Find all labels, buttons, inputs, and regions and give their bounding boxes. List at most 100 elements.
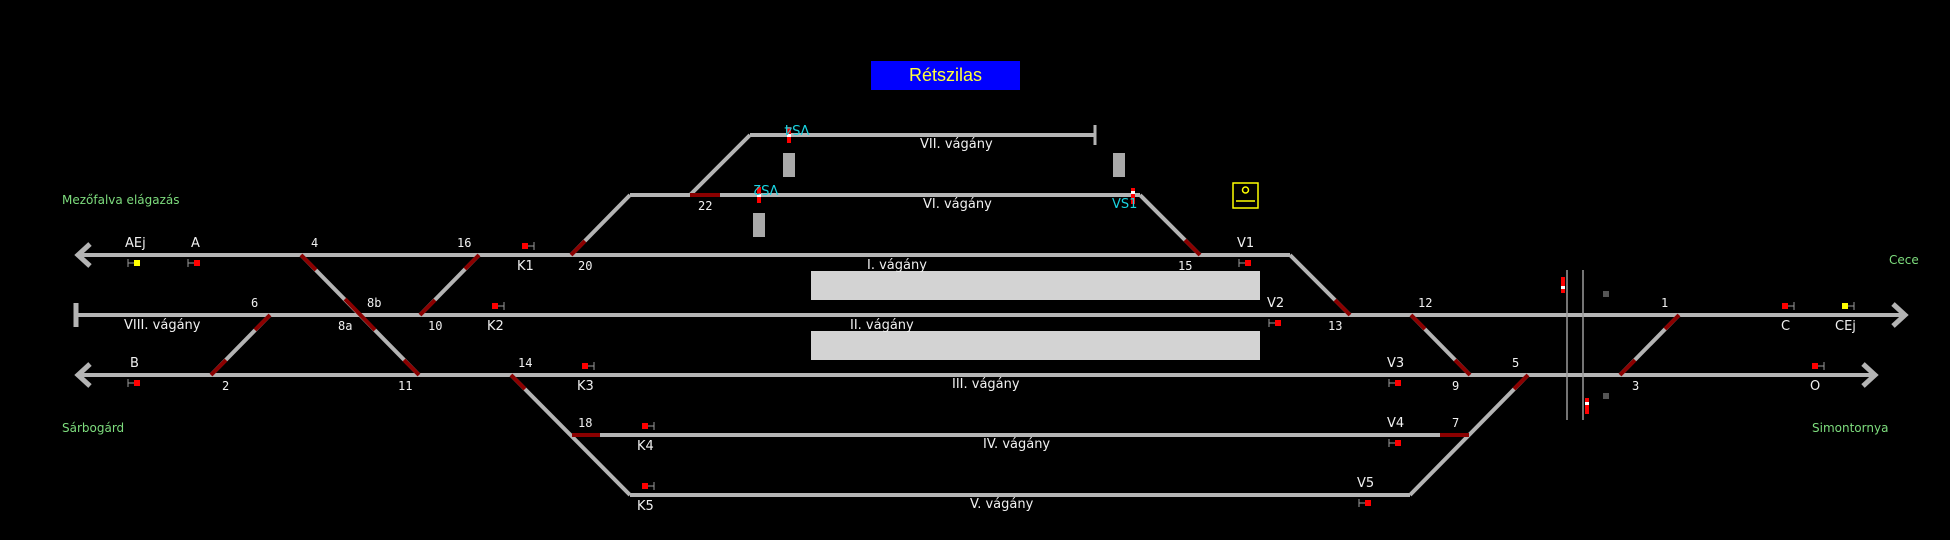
crossing-lamp-top-icon [1603, 291, 1609, 297]
signal-v1-icon[interactable] [1238, 259, 1251, 267]
signal-v4-icon[interactable] [1388, 439, 1401, 447]
diag-14-v[interactable] [509, 373, 632, 497]
signal-k3-icon[interactable] [582, 362, 595, 370]
switch-label-12: 11 [398, 379, 413, 393]
signal-a-icon[interactable] [187, 259, 200, 267]
switch-11-blade[interactable] [1409, 313, 1427, 331]
signal-aej-icon[interactable] [127, 259, 140, 267]
switch-label-2: 2 [222, 379, 230, 393]
switch-label-4: 4 [311, 236, 319, 250]
shunting-signal-vs2-icon[interactable] [757, 187, 761, 203]
platform-2 [811, 331, 1260, 360]
signal-label-k4: K4 [637, 439, 654, 454]
signal-label-o: O [1810, 379, 1821, 394]
shunting-label-vs1: VS1 [1112, 197, 1138, 212]
direction-sarbogard: Sárbogárd [62, 421, 125, 435]
switch-label-9: 9 [1452, 379, 1460, 393]
signal-cej-icon[interactable] [1842, 302, 1855, 310]
track-label-v: V. vágány [970, 497, 1034, 512]
switch-6-blade[interactable] [253, 313, 272, 332]
track-label-vi: VI. vágány [923, 197, 992, 212]
switch-label-7: 7 [1452, 416, 1460, 430]
signal-box-vii [783, 153, 795, 177]
track-label-vii: VII. vágány [920, 137, 993, 152]
switch-label-16: 16 [457, 236, 472, 250]
switch-16-blade[interactable] [463, 253, 481, 271]
signal-v3-icon[interactable] [1388, 379, 1401, 387]
direction-cece: Cece [1889, 253, 1919, 267]
switch-12-blade[interactable] [402, 358, 421, 377]
signal-label-c: C [1781, 319, 1791, 334]
signal-label-k3: K3 [577, 379, 594, 394]
arrow-right-o-icon [1861, 362, 1879, 388]
signal-label-b: B [130, 356, 139, 371]
signal-label-cej: CEj [1835, 319, 1856, 334]
shunting-label-vs4: VS4 [784, 121, 810, 136]
switch-label-11: 12 [1418, 296, 1433, 310]
switch-5-blade[interactable] [1512, 373, 1530, 391]
switch-13-blade[interactable] [1333, 298, 1352, 317]
signal-label-k2: K2 [487, 319, 504, 334]
switch-15-blade[interactable] [1183, 238, 1202, 257]
key-lock-icon[interactable] [1232, 182, 1259, 209]
signal-k2-icon[interactable] [492, 302, 505, 310]
signal-box-vii-right [1113, 153, 1125, 177]
track-label-iv: IV. vágány [983, 437, 1051, 452]
switch-8-blade[interactable] [343, 297, 377, 332]
switch-2-blade[interactable] [209, 358, 228, 377]
signal-label-aej: AEj [125, 236, 146, 251]
signal-v2-icon[interactable] [1268, 319, 1281, 327]
switch-label-18: 18 [578, 416, 593, 430]
switch-label-14: 14 [518, 356, 533, 370]
signal-c-icon[interactable] [1782, 302, 1795, 310]
switch-label-1: 1 [1661, 296, 1669, 310]
signal-label-v4: V4 [1387, 416, 1405, 431]
signal-label-k1: K1 [517, 259, 534, 274]
switch-label-5: 5 [1512, 356, 1520, 370]
switch-14-blade[interactable] [509, 373, 527, 391]
shunting-label-vs2: VS2 [753, 181, 779, 196]
switch-label-8a: 8a [338, 319, 353, 333]
switch-3-blade[interactable] [1618, 358, 1637, 377]
track-label-i: I. vágány [867, 258, 927, 273]
signal-label-k5: K5 [637, 499, 654, 514]
switch-label-10: 10 [428, 319, 443, 333]
signal-v5-icon[interactable] [1358, 499, 1371, 507]
signal-o-icon[interactable] [1812, 362, 1825, 370]
switch-20-blade[interactable] [569, 239, 587, 257]
signal-label-v2: V2 [1267, 296, 1285, 311]
switch-9-blade[interactable] [1453, 358, 1472, 377]
shunting-signal-vs1-icon[interactable] [1131, 188, 1135, 204]
signal-b-icon[interactable] [127, 379, 140, 387]
switch-4-blade[interactable] [299, 253, 318, 272]
signal-k1-icon[interactable] [522, 242, 535, 250]
platform-1 [811, 271, 1260, 300]
barrier-top-icon[interactable] [1561, 277, 1565, 293]
signal-box-vi [753, 213, 765, 237]
track-label-iii: III. vágány [952, 377, 1020, 392]
signal-k5-icon[interactable] [642, 482, 655, 490]
signal-label-v1: V1 [1237, 236, 1255, 251]
switch-1-blade[interactable] [1663, 313, 1681, 331]
switch-label-22: 22 [698, 199, 713, 213]
track-label-viii: VIII. vágány [124, 318, 201, 333]
switch-label-6: 6 [251, 296, 259, 310]
station-title: Rétszilas [871, 61, 1020, 90]
direction-mezofalva: Mezőfalva elágazás [62, 193, 180, 207]
switch-label-13: 13 [1328, 319, 1343, 333]
switch-label-15: 15 [1178, 259, 1193, 273]
signal-label-v3: V3 [1387, 356, 1405, 371]
diag-22-vii[interactable] [688, 133, 752, 197]
crossing-lamp-bottom-icon [1603, 393, 1609, 399]
arrow-left-a-icon [74, 242, 92, 268]
signal-k4-icon[interactable] [642, 422, 655, 430]
shunting-signal-vs4-icon[interactable] [787, 127, 791, 143]
switch-10-blade[interactable] [418, 298, 437, 317]
switch-label-8b: 8b [367, 296, 382, 310]
barrier-bottom-icon[interactable] [1585, 398, 1589, 414]
switch-label-20: 20 [578, 259, 593, 273]
direction-simontornya: Simontornya [1812, 421, 1889, 435]
track-label-ii: II. vágány [850, 318, 914, 333]
arrow-left-b-icon [74, 362, 92, 388]
